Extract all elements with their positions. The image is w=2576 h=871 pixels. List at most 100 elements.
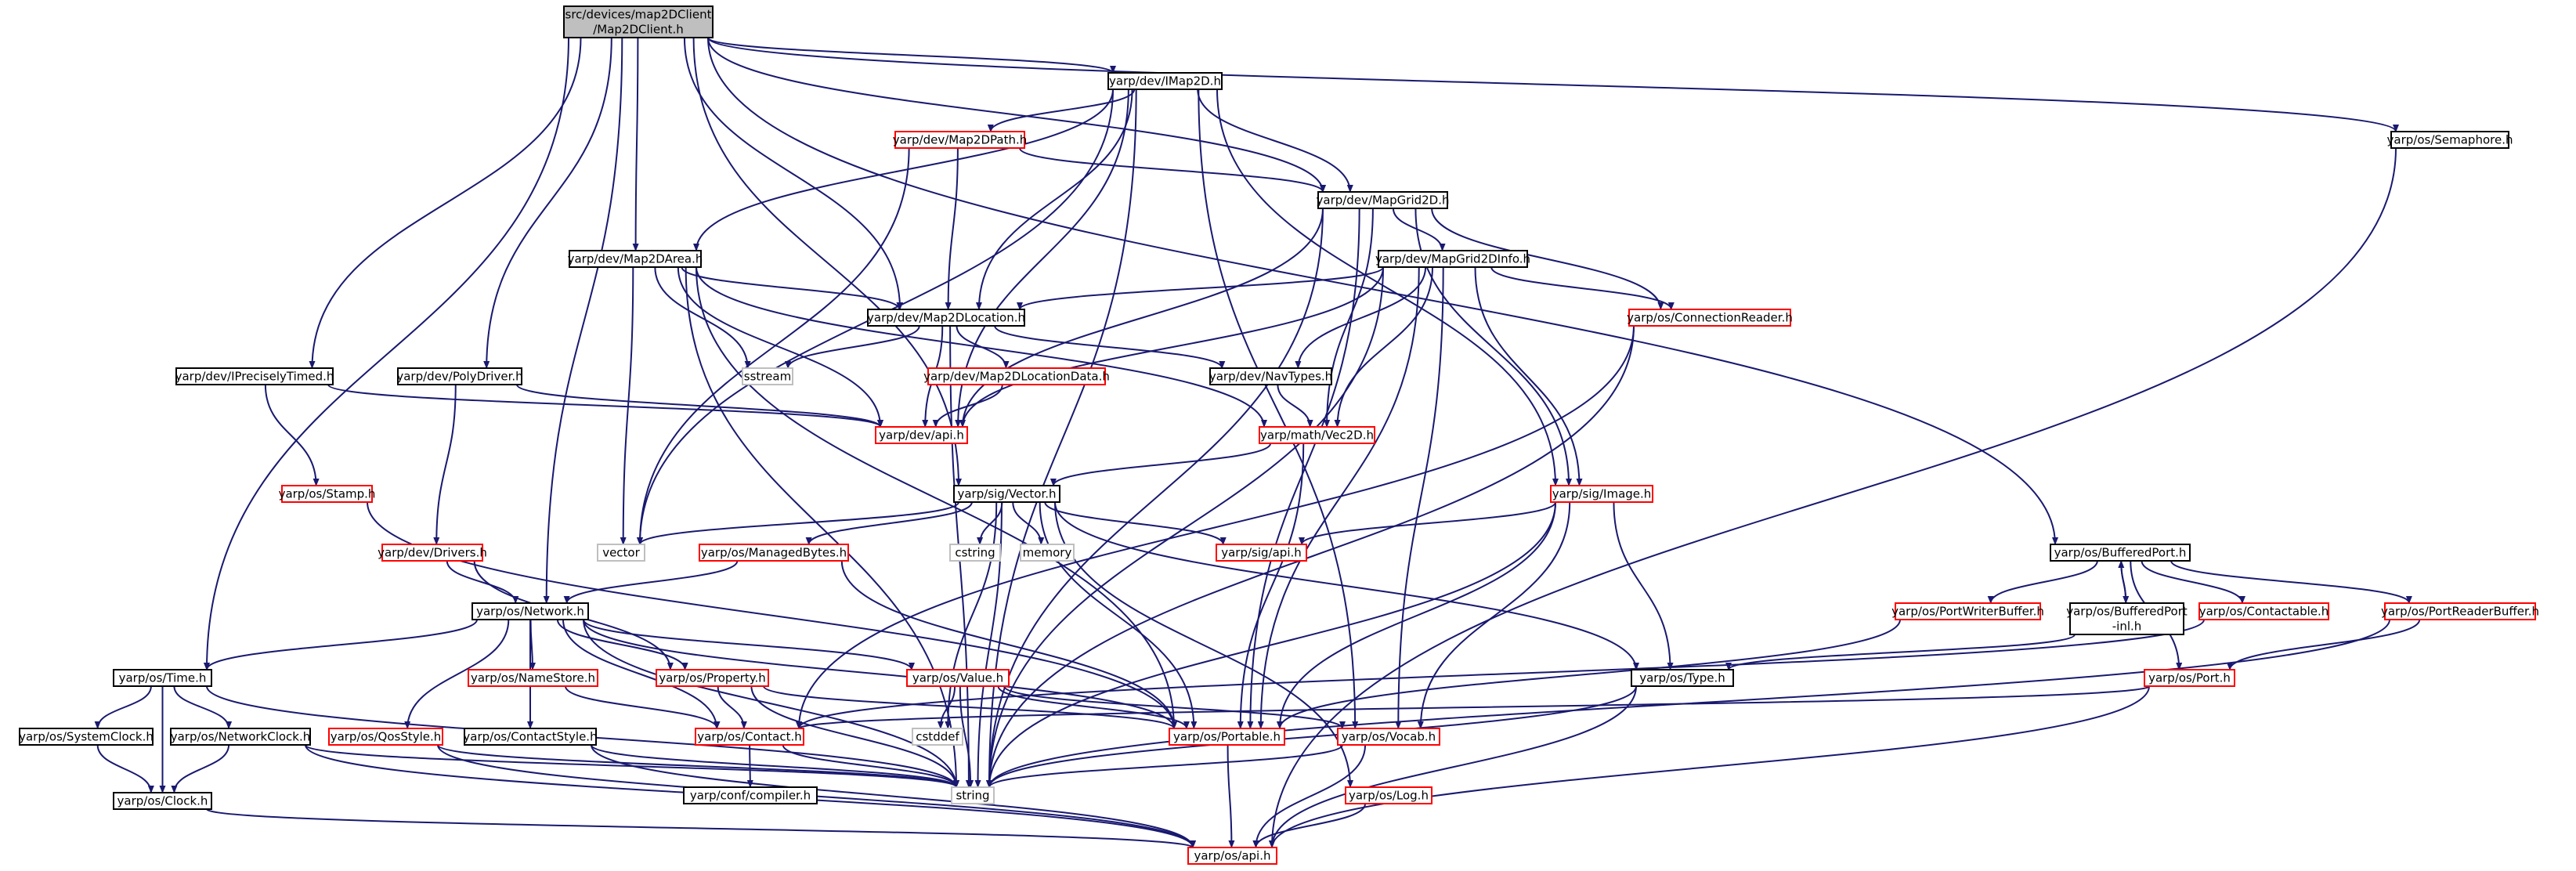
node-label: yarp/os/NetworkClock.h — [171, 730, 311, 744]
node-Stamp[interactable]: yarp/os/Stamp.h — [279, 485, 376, 503]
node-Map2DPath[interactable]: yarp/dev/Map2DPath.h — [893, 131, 1027, 149]
node-ConnectionReader[interactable]: yarp/os/ConnectionReader.h — [1627, 309, 1793, 327]
edge-Network-to-string — [583, 619, 959, 788]
node-ContactStyle[interactable]: yarp/os/ContactStyle.h — [463, 728, 598, 746]
node-QosStyle[interactable]: yarp/os/QosStyle.h — [328, 728, 443, 746]
node-box — [1187, 847, 1277, 865]
edge-PolyDriver-to-devapi — [516, 384, 883, 428]
edge-root-to-Semaphore — [707, 37, 2399, 132]
node-osapi[interactable]: yarp/os/api.h — [1187, 847, 1277, 865]
node-label: yarp/os/PortWriterBuffer.h — [1891, 605, 2044, 619]
node-compiler[interactable]: yarp/conf/compiler.h — [683, 786, 818, 804]
edge-NetworkClock-to-Clock — [171, 744, 230, 793]
node-Clock[interactable]: yarp/os/Clock.h — [113, 792, 212, 810]
node-box — [867, 309, 1025, 327]
node-PortReaderBuffer[interactable]: yarp/os/PortReaderBuffer.h — [2381, 602, 2539, 620]
node-label: sstream — [744, 370, 791, 384]
node-cstddef[interactable]: cstddef — [912, 728, 963, 746]
edge-root-to-Map2DArea — [632, 37, 639, 251]
node-label: yarp/dev/api.h — [879, 428, 964, 443]
node-SystemClock[interactable]: yarp/os/SystemClock.h — [19, 728, 154, 746]
edge-ManagedBytes-to-Portable — [840, 560, 1177, 729]
node-Log[interactable]: yarp/os/Log.h — [1345, 786, 1433, 804]
node-box — [113, 669, 212, 687]
node-label: yarp/os/Time.h — [119, 671, 207, 685]
edge-SystemClock-to-Clock — [96, 744, 154, 793]
node-Vocab[interactable]: yarp/os/Vocab.h — [1337, 728, 1440, 746]
node-Contact[interactable]: yarp/os/Contact.h — [695, 728, 804, 746]
edge-Vector-to-cstddef — [945, 501, 998, 729]
node-Time[interactable]: yarp/os/Time.h — [113, 669, 212, 687]
node-Value[interactable]: yarp/os/Value.h — [906, 669, 1010, 687]
node-label: yarp/os/NameStore.h — [471, 671, 595, 685]
node-vector[interactable]: vector — [597, 544, 645, 562]
node-label: yarp/sig/Vector.h — [957, 487, 1056, 501]
node-ManagedBytes[interactable]: yarp/os/ManagedBytes.h — [699, 544, 849, 562]
node-MapGrid2DInfo[interactable]: yarp/dev/MapGrid2DInfo.h — [1375, 250, 1530, 268]
node-Semaphore[interactable]: yarp/os/Semaphore.h — [2387, 131, 2513, 149]
edge-Value-to-Vocab — [1003, 685, 1346, 729]
node-Map2DLocationData[interactable]: yarp/dev/Map2DLocationData.h — [923, 367, 1110, 385]
edge-IMap2D-to-Vocab — [1198, 89, 1359, 729]
node-Image[interactable]: yarp/sig/Image.h — [1550, 485, 1653, 503]
node-Vec2D[interactable]: yarp/math/Vec2D.h — [1259, 426, 1375, 444]
node-BufferedPortInl[interactable]: yarp/os/BufferedPort-inl.h — [2066, 602, 2188, 635]
node-devapi[interactable]: yarp/dev/api.h — [875, 426, 968, 444]
node-MapGrid2D[interactable]: yarp/dev/MapGrid2D.h — [1317, 191, 1450, 209]
edge-Map2DArea-to-devapi — [677, 266, 883, 428]
node-PortWriterBuffer[interactable]: yarp/os/PortWriterBuffer.h — [1891, 602, 2044, 620]
node-label: src/devices/map2DClient — [565, 8, 712, 22]
node-box — [1209, 367, 1332, 385]
node-Contactable[interactable]: yarp/os/Contactable.h — [2198, 602, 2329, 620]
edge-PolyDriver-to-Drivers — [433, 384, 457, 545]
node-Map2DArea[interactable]: yarp/dev/Map2DArea.h — [568, 250, 703, 268]
edge-Map2DArea-to-Portable — [695, 266, 1177, 729]
edge-NameStore-to-Contact — [564, 685, 721, 729]
node-box — [1378, 250, 1528, 268]
node-label: yarp/os/Portable.h — [1173, 730, 1281, 744]
node-IMap2D[interactable]: yarp/dev/IMap2D.h — [1107, 72, 1223, 90]
node-Portable[interactable]: yarp/os/Portable.h — [1169, 728, 1285, 746]
node-root[interactable]: src/devices/map2DClient/Map2DClient.h — [563, 5, 714, 38]
node-box — [281, 485, 373, 503]
node-Port[interactable]: yarp/os/Port.h — [2144, 669, 2235, 687]
node-label: cstddef — [916, 730, 959, 744]
node-sigapi[interactable]: yarp/sig/api.h — [1216, 544, 1307, 562]
edge-PortReaderBuffer-to-Port — [2227, 619, 2421, 670]
edge-root-to-Time — [204, 37, 569, 670]
node-string[interactable]: string — [951, 786, 995, 804]
node-label: yarp/conf/compiler.h — [690, 789, 811, 803]
node-label: yarp/os/Value.h — [912, 671, 1003, 685]
node-PolyDriver[interactable]: yarp/dev/PolyDriver.h — [396, 367, 523, 385]
edge-root-to-Vector — [692, 37, 962, 486]
node-box — [2198, 602, 2329, 620]
node-label: yarp/os/Contact.h — [697, 730, 802, 744]
node-Type[interactable]: yarp/os/Type.h — [1631, 669, 1734, 687]
node-Map2DLocation[interactable]: yarp/dev/Map2DLocation.h — [867, 309, 1025, 327]
node-label: yarp/math/Vec2D.h — [1260, 428, 1374, 443]
node-Drivers[interactable]: yarp/dev/Drivers.h — [378, 544, 487, 562]
node-label: yarp/os/ContactStyle.h — [463, 730, 597, 744]
edge-Image-to-string — [986, 501, 1556, 788]
node-Network[interactable]: yarp/os/Network.h — [471, 602, 589, 620]
node-NavTypes[interactable]: yarp/dev/NavTypes.h — [1209, 367, 1332, 385]
edge-MapGrid2DInfo-to-Vec2D — [1334, 266, 1433, 428]
node-memory[interactable]: memory — [1020, 544, 1075, 562]
node-IPreciselyTimed[interactable]: yarp/dev/IPreciselyTimed.h — [175, 367, 334, 385]
edge-Port-to-Contact — [796, 685, 2150, 729]
edge-Value-to-Portable — [997, 685, 1190, 729]
node-box — [699, 544, 849, 562]
node-cstring[interactable]: cstring — [949, 544, 1001, 562]
edge-Map2DArea-to-sstream — [654, 266, 751, 369]
node-box — [2384, 602, 2536, 620]
node-Vector[interactable]: yarp/sig/Vector.h — [953, 485, 1060, 503]
node-NameStore[interactable]: yarp/os/NameStore.h — [468, 669, 598, 687]
node-label: yarp/dev/MapGrid2DInfo.h — [1375, 252, 1530, 266]
node-Property[interactable]: yarp/os/Property.h — [656, 669, 769, 687]
node-label: yarp/os/Network.h — [476, 605, 584, 619]
node-BufferedPort[interactable]: yarp/os/BufferedPort.h — [2050, 544, 2191, 562]
node-label: string — [956, 789, 989, 803]
node-NetworkClock[interactable]: yarp/os/NetworkClock.h — [170, 728, 311, 746]
node-sstream[interactable]: sstream — [742, 367, 793, 385]
node-box — [912, 728, 963, 746]
